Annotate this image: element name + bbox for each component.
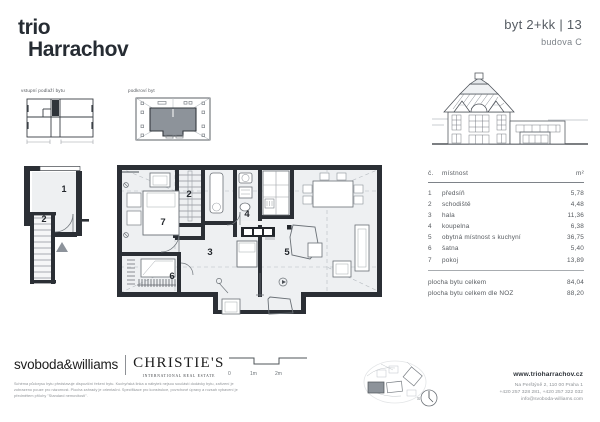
table-row: 1 předsíň 5,78 bbox=[428, 188, 584, 199]
room-number: 3 bbox=[428, 212, 432, 220]
room-label-7: 7 bbox=[160, 217, 165, 228]
christies-wordmark: CHRISTIE'S bbox=[133, 355, 225, 371]
room-area: 4,48 bbox=[570, 201, 584, 209]
contact-email[interactable]: info@svoboda-williams.com bbox=[521, 397, 583, 403]
room-label-4: 4 bbox=[244, 209, 250, 220]
room-number: 2 bbox=[428, 201, 432, 209]
contact-phone[interactable]: +420 257 328 281, +420 257 322 032 bbox=[499, 390, 583, 396]
room-label-3: 3 bbox=[207, 247, 212, 258]
table-row: 2 schodiště 4,48 bbox=[428, 199, 584, 210]
room-label-6: 6 bbox=[169, 271, 174, 282]
compass-north-label: S bbox=[417, 396, 420, 401]
christies-subtitle: INTERNATIONAL REAL ESTATE bbox=[142, 373, 216, 378]
room-label-2: 2 bbox=[186, 189, 191, 200]
total-row: plocha bytu celkem 84,04 bbox=[428, 277, 584, 289]
room-number: 5 bbox=[428, 234, 432, 242]
building-elevation-drawing bbox=[432, 72, 588, 145]
main-floorplan: 2 3 4 5 6 7 bbox=[117, 165, 383, 315]
inset-attic-label: podkroví byt bbox=[128, 88, 155, 93]
room-name: schodiště bbox=[442, 201, 471, 209]
svoboda-williams-wordmark: svoboda&williams bbox=[14, 357, 119, 372]
scale-tick-2m: 2m bbox=[275, 371, 282, 377]
contact-address: Na Perštýně 2, 110 00 Praha 1 bbox=[514, 383, 583, 388]
room-area: 5,78 bbox=[570, 190, 584, 197]
table-rule-top bbox=[428, 182, 584, 183]
table-header-num: č. bbox=[428, 170, 434, 177]
table-header-room: místnost bbox=[442, 170, 469, 177]
room-name: pokoj bbox=[442, 256, 459, 264]
room-name: předsíň bbox=[442, 190, 465, 197]
brand-divider bbox=[125, 355, 127, 375]
total-label: plocha bytu celkem bbox=[428, 278, 487, 286]
table-row: 6 šatna 5,40 bbox=[428, 243, 584, 254]
table-row: 5 obytná místnost s kuchyní 36,75 bbox=[428, 232, 584, 243]
room-area: 5,40 bbox=[570, 245, 584, 253]
room-name: hala bbox=[442, 212, 455, 220]
room-number: 7 bbox=[428, 256, 432, 264]
room-number: 1 bbox=[428, 190, 432, 197]
scale-bar-graphic bbox=[229, 357, 307, 365]
room-schedule-table: č. místnost m² 1 předsíň 5,78 2 schodišt… bbox=[428, 170, 584, 300]
unit-header: byt 2+kk | 13 budova C bbox=[504, 17, 582, 47]
table-totals: plocha bytu celkem 84,04 plocha bytu cel… bbox=[428, 271, 584, 300]
room-area: 11,36 bbox=[567, 212, 584, 220]
total-area: 84,04 bbox=[567, 278, 584, 286]
table-header-row: č. místnost m² bbox=[428, 170, 584, 182]
total-label: plocha bytu celkem dle NOZ bbox=[428, 290, 514, 298]
table-row: 3 hala 11,36 bbox=[428, 210, 584, 221]
project-website-link[interactable]: www.trioharrachov.cz bbox=[513, 371, 583, 378]
room-name: obytná místnost s kuchyní bbox=[442, 234, 521, 242]
scale-tick-1m: 1m bbox=[250, 371, 257, 377]
table-row: 7 pokoj 13,89 bbox=[428, 255, 584, 266]
room-number: 6 bbox=[428, 245, 432, 253]
logo-line-1: trio bbox=[18, 16, 51, 39]
table-rule-bottom bbox=[428, 269, 584, 271]
room-label-2: 2 bbox=[41, 214, 46, 224]
room-name: šatna bbox=[442, 245, 459, 253]
inset-attic-plan bbox=[135, 97, 211, 141]
brand-logo: trio Harrachov bbox=[18, 16, 129, 61]
total-row: plocha bytu celkem dle NOZ 88,20 bbox=[428, 288, 584, 300]
logo-line-2: Harrachov bbox=[28, 38, 129, 61]
scale-bar: 0 1m 2m bbox=[228, 352, 308, 380]
unit-title: byt 2+kk | 13 bbox=[504, 17, 582, 32]
legal-disclaimer: Schéma půdorysu bytu představuje dispozi… bbox=[14, 382, 238, 399]
inset-entry-floor-plan bbox=[26, 98, 94, 144]
table-row: 4 koupelna 6,38 bbox=[428, 221, 584, 232]
contact-details: Na Perštýně 2, 110 00 Praha 1 +420 257 3… bbox=[499, 382, 583, 404]
room-area: 6,38 bbox=[570, 223, 584, 231]
total-area: 88,20 bbox=[567, 290, 584, 298]
table-header-area: m² bbox=[576, 170, 584, 177]
entry-level-floorplan: 1 2 bbox=[24, 166, 89, 284]
site-plan-with-compass: S bbox=[363, 360, 438, 407]
scale-bar-ticks: 0 1m 2m bbox=[228, 371, 306, 380]
footer-contact-block: www.trioharrachov.cz Na Perštýně 2, 110 … bbox=[499, 371, 583, 404]
footer-brand-lockup: svoboda&williams CHRISTIE'S INTERNATIONA… bbox=[14, 355, 225, 378]
room-area: 13,89 bbox=[567, 256, 584, 264]
inset-entry-floor-label: vstupní podlaží bytu bbox=[21, 88, 65, 93]
room-label-5: 5 bbox=[284, 247, 290, 258]
room-number: 4 bbox=[428, 223, 432, 231]
table-body: 1 předsíň 5,78 2 schodiště 4,48 3 hala 1… bbox=[428, 183, 584, 270]
room-area: 36,75 bbox=[567, 234, 584, 242]
room-label-1: 1 bbox=[61, 184, 66, 194]
christies-lockup: CHRISTIE'S INTERNATIONAL REAL ESTATE bbox=[133, 355, 225, 378]
room-name: koupelna bbox=[442, 223, 470, 231]
scale-tick-0: 0 bbox=[228, 371, 231, 377]
building-label: budova C bbox=[541, 37, 582, 47]
